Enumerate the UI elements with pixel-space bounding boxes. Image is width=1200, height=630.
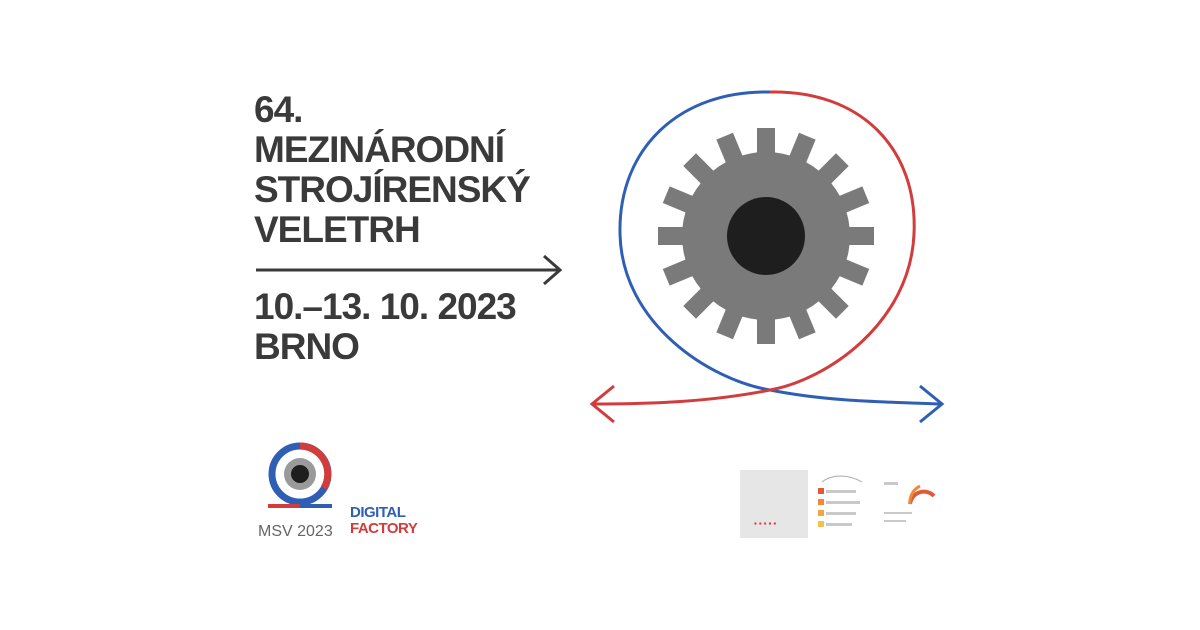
headline-line-1: MEZINÁRODNÍ <box>254 129 505 170</box>
digital-factory-label: DIGITAL FACTORY <box>350 504 418 537</box>
event-city: BRNO <box>254 326 360 367</box>
event-dates: 10.–13. 10. 2023 <box>254 286 517 327</box>
partner-logo-2 <box>818 475 863 527</box>
arrow-right-icon <box>256 254 563 286</box>
partner-logo-3 <box>884 482 936 522</box>
gear-emblem <box>589 90 945 424</box>
event-headline: 64. MEZINÁRODNÍ STROJÍRENSKÝ VELETRH <box>254 90 574 250</box>
factory-word: FACTORY <box>350 520 418 537</box>
event-info: 10.–13. 10. 2023 BRNO <box>254 286 517 367</box>
headline-line-2: STROJÍRENSKÝ <box>254 169 531 210</box>
msv-mini-logo <box>268 442 332 508</box>
edition-number: 64. <box>254 89 303 130</box>
gear-icon <box>658 128 874 344</box>
partner-logo-1-mark: ▪▪▪▪▪ <box>754 519 779 528</box>
partner-logo-1: ▪▪▪▪▪ <box>740 470 808 538</box>
msv-year-label: MSV 2023 <box>258 523 333 540</box>
headline-line-3: VELETRH <box>254 209 421 250</box>
digital-word: DIGITAL <box>350 504 406 521</box>
gear-hub <box>727 197 805 275</box>
